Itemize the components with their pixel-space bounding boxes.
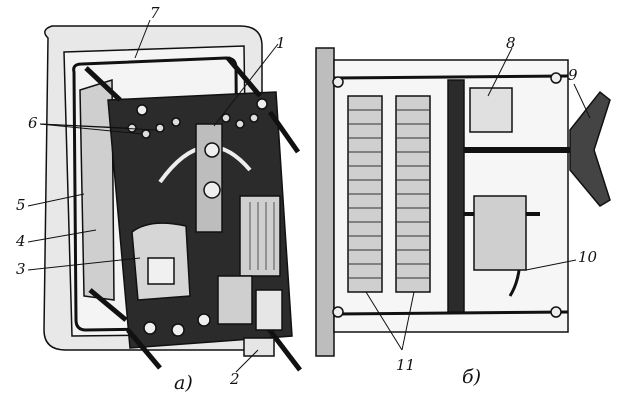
magnet-core (147, 257, 175, 285)
top-rail (333, 74, 569, 80)
magnet-unit (473, 195, 527, 271)
callout-5: 5 (16, 196, 26, 214)
callout-10: 10 (578, 248, 598, 266)
callout-2: 2 (230, 370, 240, 388)
contact-block (217, 275, 253, 325)
callout-7: 7 (150, 4, 160, 22)
callout-8: 8 (506, 34, 516, 52)
callout-3: 3 (16, 260, 26, 278)
adjust-screw (203, 181, 221, 199)
contact-block-2 (255, 289, 283, 331)
terminal-row (127, 113, 259, 139)
panel-b-bolts (332, 72, 562, 318)
lower-screws (136, 98, 268, 337)
panel-b-leaders (365, 47, 591, 351)
stud-4 (88, 288, 128, 322)
stud-3 (267, 110, 301, 154)
stud-1 (84, 66, 122, 102)
coil-block (239, 195, 281, 277)
setting-knob (569, 90, 611, 207)
panel-caption-b: б) (462, 366, 482, 388)
panel-b-illustration (315, 47, 611, 357)
adjust-block (195, 123, 223, 233)
callout-6: 6 (28, 114, 38, 132)
panel-caption-a: a) (174, 372, 193, 394)
upper-bracket (469, 87, 513, 133)
coil-winding (249, 202, 275, 270)
callout-4: 4 (16, 232, 26, 250)
callout-11: 11 (396, 356, 416, 374)
resistor-windings (348, 109, 430, 279)
stud-5 (126, 328, 162, 370)
bottom-terminal (243, 337, 275, 357)
middle-plate (447, 79, 465, 313)
adjust-knob (204, 142, 220, 158)
stud-2 (226, 56, 262, 98)
bottom-rail (333, 310, 569, 316)
callout-1: 1 (276, 34, 286, 52)
front-panel (315, 47, 335, 357)
panel-a-illustration (43, 25, 302, 372)
callout-9: 9 (568, 66, 578, 84)
panel-a-leaders (27, 19, 279, 373)
stud-6 (266, 326, 302, 372)
